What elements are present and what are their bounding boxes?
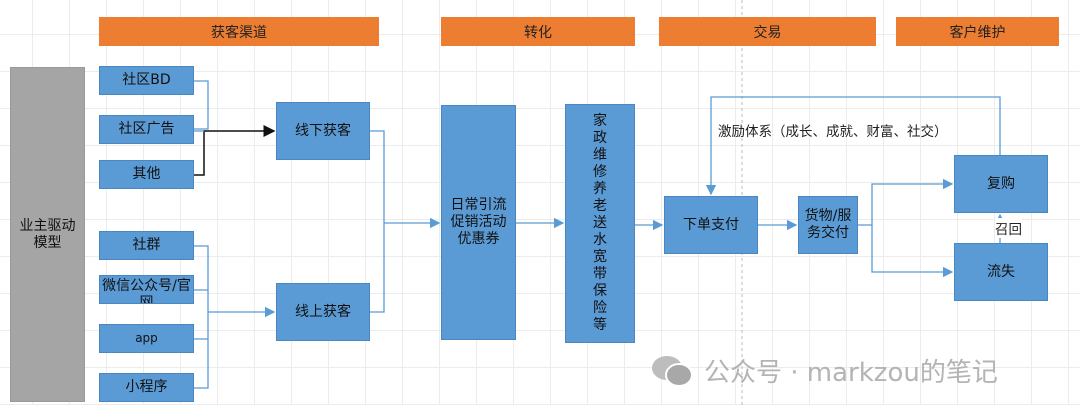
source-community-bd: 社区BD xyxy=(99,66,194,95)
service-categories-text: 家政维修养老送水宽带保险等 xyxy=(592,113,607,333)
offline-arrow xyxy=(194,125,276,176)
online-acquisition: 线上获客 xyxy=(276,283,370,341)
incentive-system-label: 激励体系（成长、成就、财富、社交） xyxy=(718,124,948,140)
recall-label: 召回 xyxy=(995,218,1022,238)
online-bracket xyxy=(194,245,209,389)
source-app: app xyxy=(99,324,194,353)
source-wechat-website: 微信公众号/官网 xyxy=(99,275,194,304)
source-mini-program: 小程序 xyxy=(99,373,194,402)
repurchase: 复购 xyxy=(954,155,1048,213)
goods-service-delivery: 货物/服务交付 xyxy=(798,196,858,254)
wechat-icon xyxy=(652,355,693,387)
source-community-group: 社群 xyxy=(99,231,194,260)
offline-bracket xyxy=(194,80,209,130)
service-categories: 家政维修养老送水宽带保险等 xyxy=(565,104,635,343)
header-retention: 客户维护 xyxy=(896,17,1059,46)
header-acquisition: 获客渠道 xyxy=(99,17,379,46)
owner-driven-model: 业主驱动模型 xyxy=(10,67,85,402)
header-conversion: 转化 xyxy=(441,17,635,46)
header-trade: 交易 xyxy=(659,17,876,46)
watermark-text: 公众号 · markzou的笔记 xyxy=(704,358,998,388)
merge-arrow xyxy=(370,130,439,313)
incentive-loop-arrow xyxy=(705,96,1001,196)
traffic-promotions: 日常引流促销活动优惠券 xyxy=(441,105,516,340)
watermark: 公众号 · markzou的笔记 xyxy=(650,352,998,389)
source-other: 其他 xyxy=(99,160,194,189)
source-community-ads: 社区广告 xyxy=(99,115,194,144)
order-payment: 下单支付 xyxy=(664,196,758,254)
to-repurchase-arrow xyxy=(858,178,954,226)
offline-acquisition: 线下获客 xyxy=(276,102,370,160)
churn: 流失 xyxy=(954,243,1048,301)
to-churn-arrow xyxy=(871,225,954,278)
